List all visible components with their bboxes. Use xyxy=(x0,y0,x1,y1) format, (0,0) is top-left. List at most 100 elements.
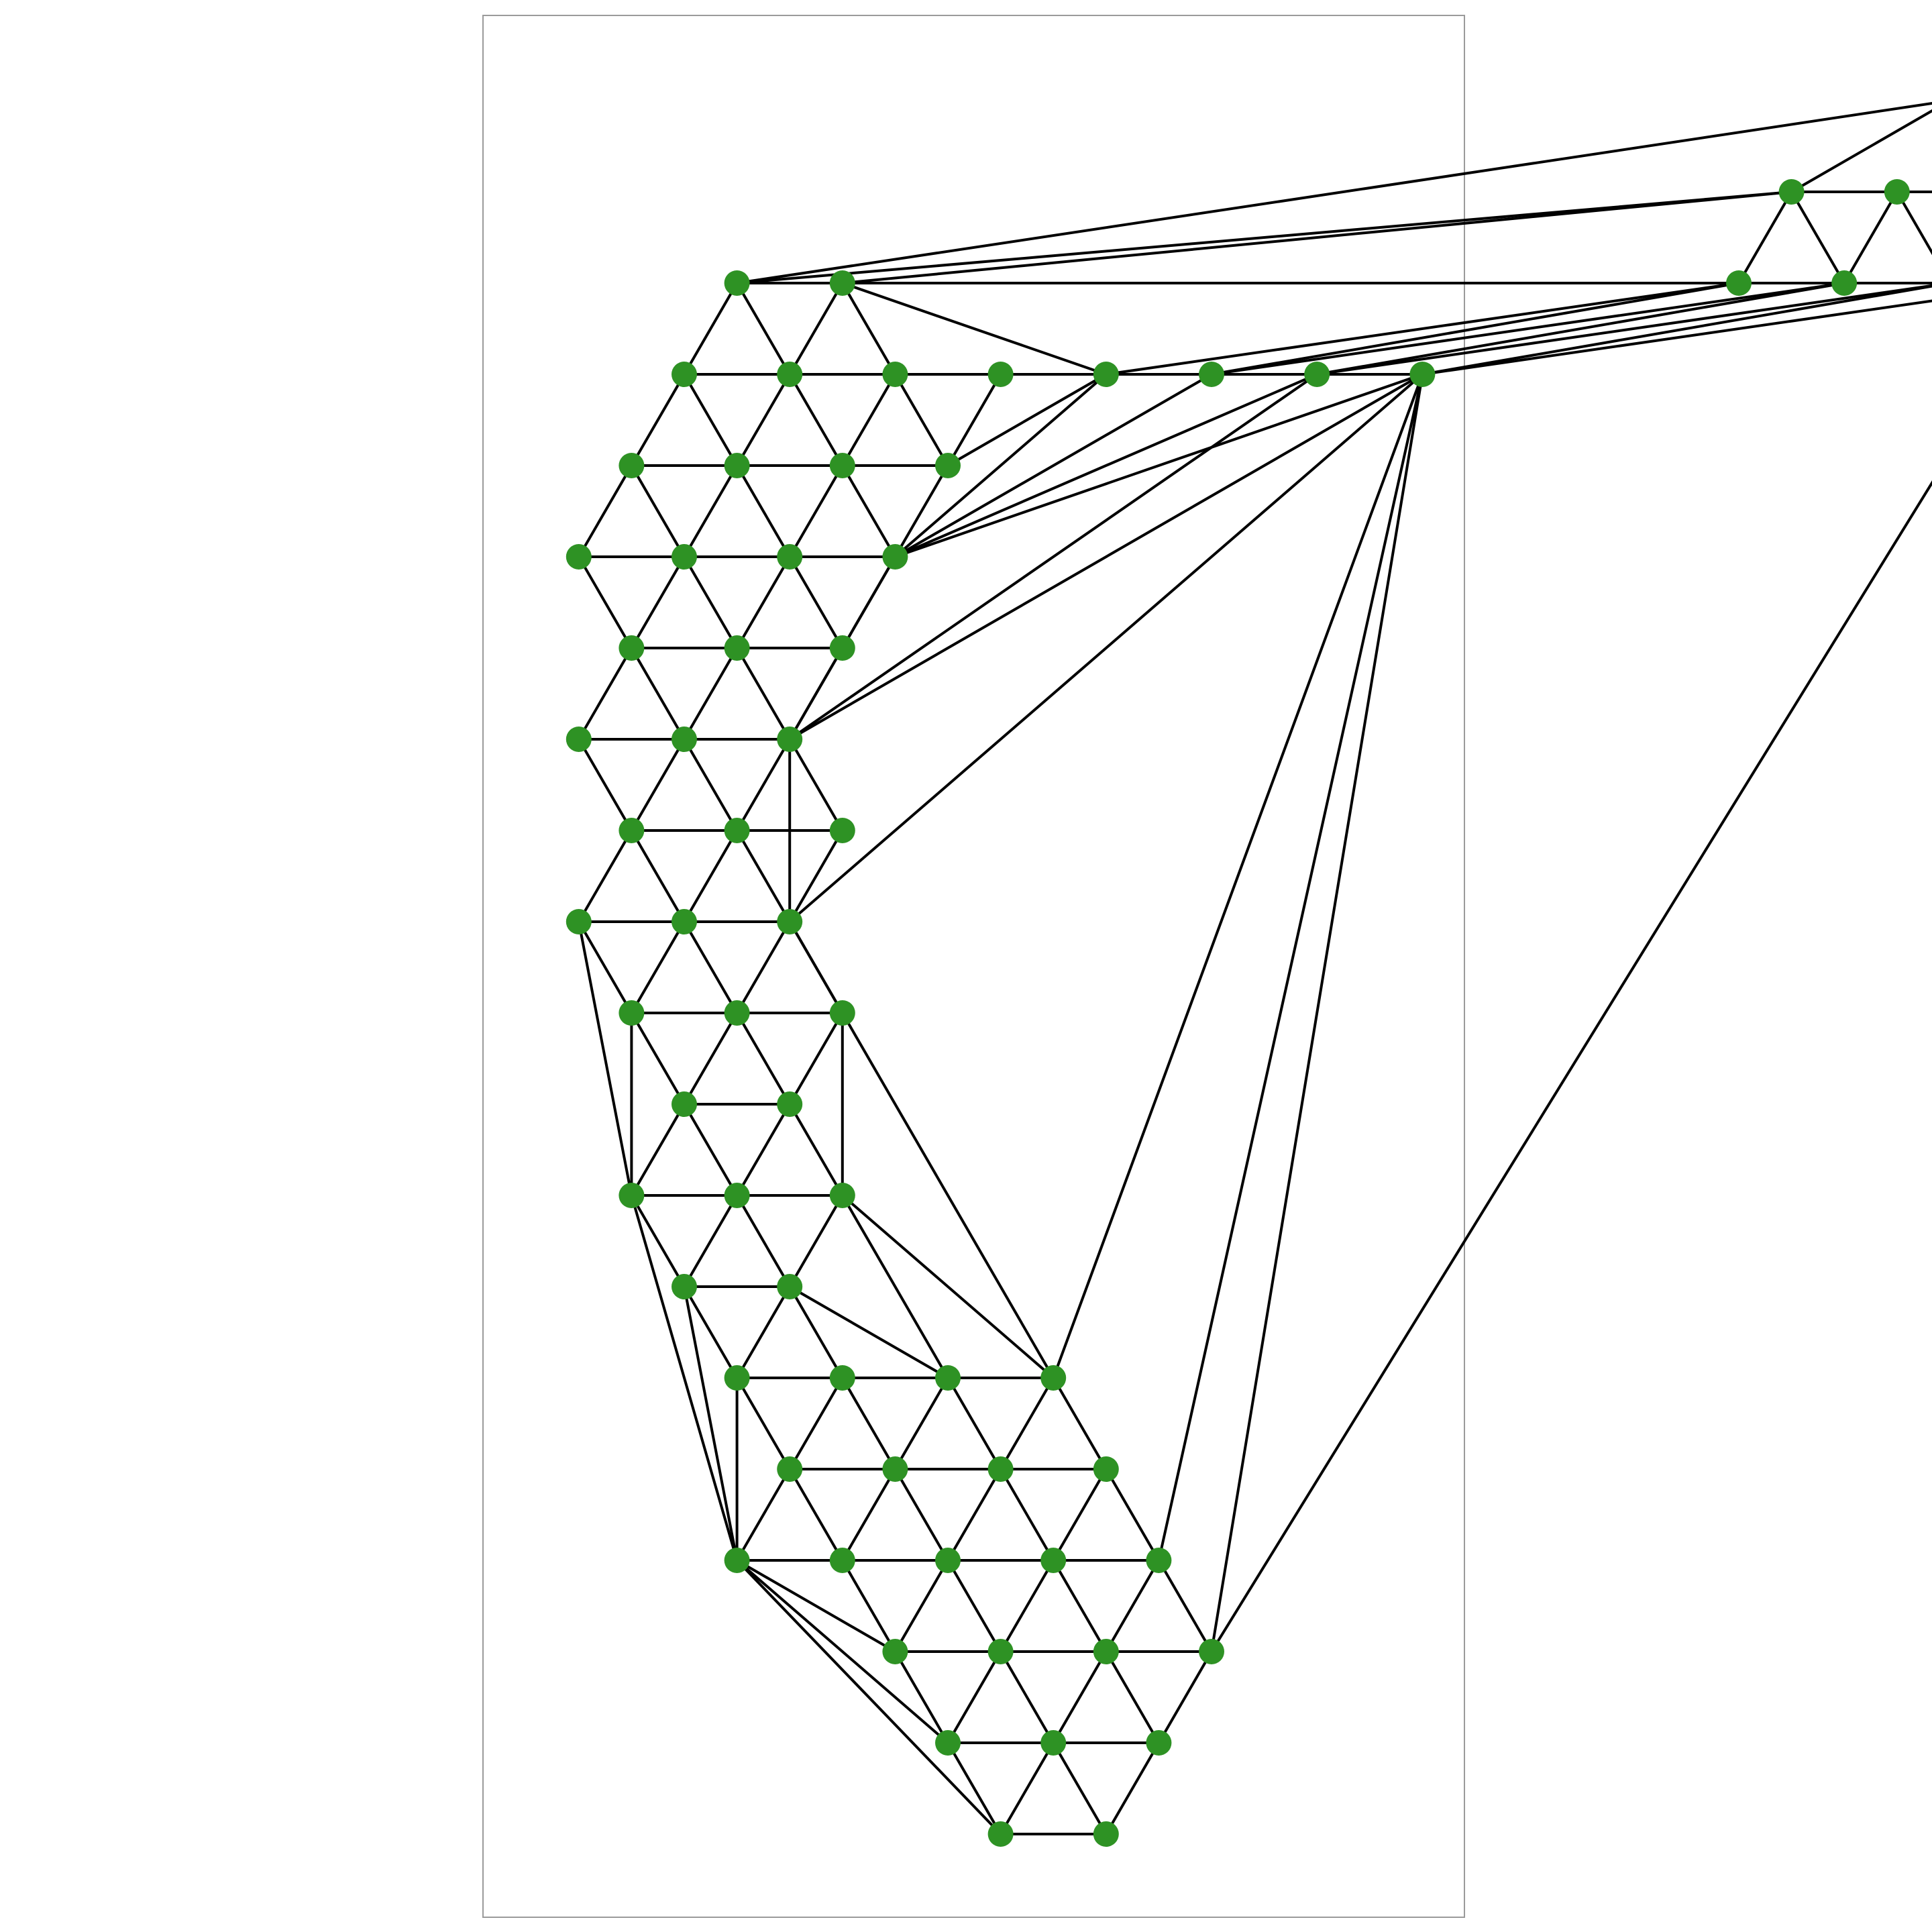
graph-node xyxy=(935,1365,961,1391)
graph-edge xyxy=(894,373,949,467)
graph-edge xyxy=(683,282,739,376)
graph-node xyxy=(619,635,645,661)
graph-edge xyxy=(735,920,791,1014)
graph-edge xyxy=(630,647,686,741)
graph-edge xyxy=(630,1194,686,1288)
graph-node xyxy=(672,1091,697,1117)
graph-edge xyxy=(1157,1650,1213,1744)
graph-node xyxy=(1778,179,1805,205)
graph-edge xyxy=(1105,1468,1161,1562)
graph-node xyxy=(987,1639,1014,1664)
graph-node xyxy=(724,1183,750,1208)
graph-edge xyxy=(947,373,1002,467)
graph-node xyxy=(829,453,855,478)
graph-node xyxy=(672,727,697,752)
graph-node xyxy=(882,1456,908,1482)
graph-edge xyxy=(736,1559,1002,1835)
graph-edge xyxy=(999,1377,1055,1470)
graph-node xyxy=(672,1274,697,1299)
graph-node xyxy=(724,1548,750,1573)
graph-node xyxy=(987,1456,1014,1482)
node-layer xyxy=(566,179,1910,1847)
graph-edge xyxy=(841,282,897,376)
graph-node xyxy=(935,1730,961,1756)
graph-edge xyxy=(735,1012,791,1106)
graph-node xyxy=(566,727,592,752)
graph-edge xyxy=(788,1012,844,1106)
graph-node xyxy=(619,1183,645,1208)
graph-edge xyxy=(842,191,1792,284)
graph-node xyxy=(1304,362,1330,387)
graph-node xyxy=(619,1000,645,1026)
graph-edge xyxy=(788,1194,844,1288)
graph-edge xyxy=(841,464,897,558)
graph-node xyxy=(882,1639,908,1664)
graph-edge xyxy=(894,373,1212,558)
graph-edge xyxy=(735,829,791,923)
graph-node xyxy=(882,544,908,570)
graph-edge xyxy=(736,1559,896,1653)
graph-edge xyxy=(578,647,633,741)
graph-node xyxy=(724,453,750,478)
graph-edge xyxy=(1052,1377,1108,1470)
graph-node xyxy=(777,1274,803,1299)
graph-edge xyxy=(736,1559,949,1744)
graph-node xyxy=(724,270,750,296)
graph-edge xyxy=(1052,1468,1108,1562)
graph-edge xyxy=(735,1194,791,1288)
graph-edge xyxy=(630,464,686,558)
graph-node xyxy=(882,362,908,387)
graph-edge xyxy=(735,373,791,467)
graph-edge xyxy=(1211,282,1739,376)
graph-edge xyxy=(842,282,1107,376)
graph-edge xyxy=(1157,374,1424,1561)
graph-edge xyxy=(841,373,897,467)
graph-edge xyxy=(1843,191,1898,284)
graph-node xyxy=(829,635,855,661)
graph-edge xyxy=(578,829,633,923)
graph-edge xyxy=(577,921,633,1196)
graph-edge xyxy=(630,555,686,649)
graph-edge xyxy=(683,1012,739,1106)
graph-node xyxy=(1409,362,1436,387)
graph-node xyxy=(1093,1821,1119,1847)
graph-edge xyxy=(788,464,844,558)
graph-edge xyxy=(630,920,686,1014)
graph-node xyxy=(672,544,697,570)
graph-edge xyxy=(788,1103,844,1197)
graph-node xyxy=(566,544,592,570)
graph-node xyxy=(777,1456,803,1482)
graph-node xyxy=(1040,1548,1067,1573)
graph-node xyxy=(566,909,592,934)
graph-edge xyxy=(789,373,1424,741)
graph-edge xyxy=(947,1468,1002,1562)
graph-edge xyxy=(630,1103,686,1197)
graph-edge xyxy=(788,1377,844,1470)
graph-edge xyxy=(737,191,1792,284)
graph-node xyxy=(777,1091,803,1117)
graph-edge xyxy=(894,464,949,558)
graph-edge xyxy=(1052,1559,1108,1653)
graph-edge xyxy=(1052,374,1424,1379)
graph-edge xyxy=(789,373,1318,741)
graph-edge xyxy=(630,738,686,832)
graph-node xyxy=(1884,179,1910,205)
graph-edge xyxy=(841,1377,897,1470)
graph-edge xyxy=(789,1285,949,1379)
graph-edge xyxy=(1422,284,1932,376)
graph-edge xyxy=(894,1559,949,1653)
graph-edge xyxy=(683,829,739,923)
graph-node xyxy=(1040,1365,1067,1391)
graph-node xyxy=(829,818,855,843)
graph-node xyxy=(1146,1730,1172,1756)
graph-edge xyxy=(683,555,739,649)
graph-edge xyxy=(894,373,1108,558)
graph-edge xyxy=(999,1741,1055,1835)
graph-node xyxy=(1726,270,1752,296)
graph-edge xyxy=(788,1468,844,1562)
graph-edge xyxy=(735,1103,791,1197)
graph-edge xyxy=(683,738,739,832)
graph-node xyxy=(777,362,803,387)
graph-edge xyxy=(1896,191,1932,256)
graph-edge xyxy=(841,1559,897,1653)
